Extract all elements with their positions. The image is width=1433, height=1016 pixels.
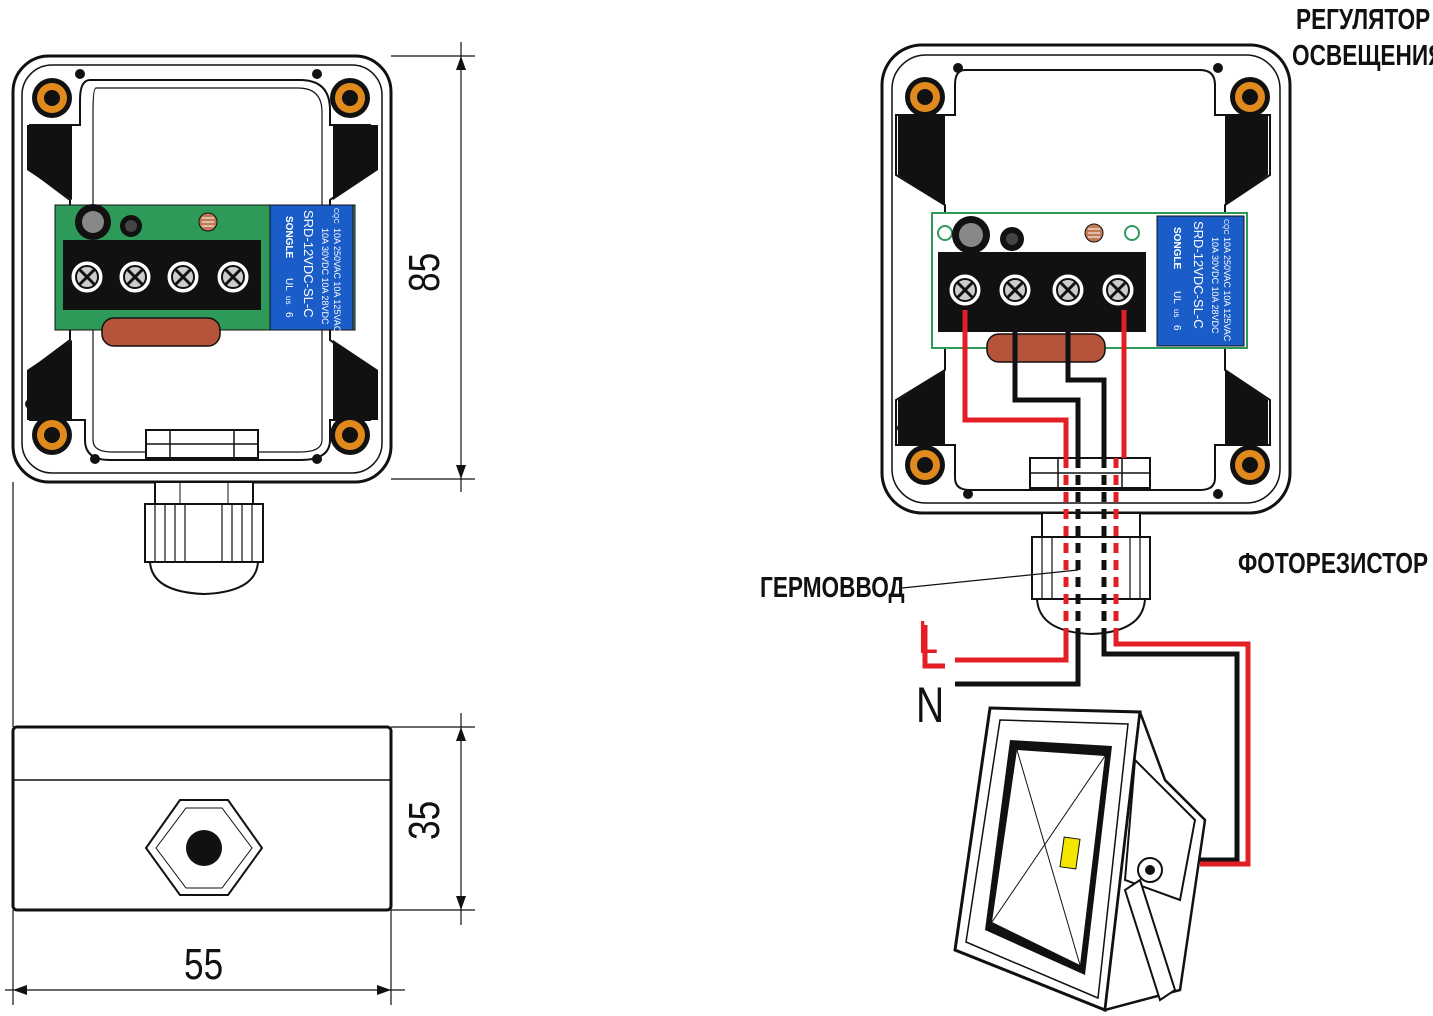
relay-six: 6 [283,312,294,318]
wires [922,310,1251,867]
relay-us: us [284,296,293,304]
relay-model: SRD-12VDC-SL-C [1191,221,1206,329]
relay-rating-1: 10A 250VAC 10A 125VAC [1222,237,1232,342]
relay-model: SRD-12VDC-SL-C [301,210,316,318]
screw-hole-icon [330,415,370,455]
pcb-board: 10A 250VAC 10A 125VAC 10A 30VDC 10A 28VD… [54,204,356,347]
screw-hole-icon [1230,77,1270,117]
screw-hole-icon [330,78,370,118]
relay-rating-2: 10A 30VDC 10A 28VDC [1210,237,1220,334]
cable-gland-label: ГЕРМОВВОД [760,572,905,604]
relay-mark: CQC [1222,219,1229,235]
screw-hole-icon [32,78,72,118]
enclosure-top-view: 10A 250VAC 10A 125VAC 10A 30VDC 10A 28VD… [11,54,393,484]
line-label: L [918,611,938,663]
enclosure-wiring-view: 10A 250VAC 10A 125VAC 10A 30VDC 10A 28VD… [880,43,1292,515]
screw-hole-icon [1230,445,1270,485]
photoresistor-label: ФОТОРЕЗИСТОР [1238,548,1429,580]
dimension-depth-label: 35 [400,800,449,840]
relay-six: 6 [1171,325,1182,331]
dimension-arrows [13,56,466,995]
screw-hole-icon [905,77,945,117]
relay-cert: UL [283,278,294,291]
screw-hole-icon [32,415,72,455]
relay-rating-2: 10A 30VDC 10A 28VDC [320,228,330,325]
gland-leader-line [901,569,1079,589]
cable-gland-right [1031,512,1151,636]
screw-hole-icon [905,445,945,485]
relay-cert: UL [1171,291,1182,304]
photoresistor-icon [198,212,218,232]
relay-icon: 10A 250VAC 10A 125VAC 10A 30VDC 10A 28VD… [269,204,354,333]
dimension-height-label: 85 [400,252,449,292]
relay-rating-1: 10A 250VAC 10A 125VAC [332,228,342,333]
title-line-1: РЕГУЛЯТОР [1296,4,1431,36]
neutral-label: N [916,677,945,733]
dimension-width-label: 55 [184,940,224,989]
enclosure-side-view [11,725,393,912]
relay-brand: SONGLE [283,216,294,259]
relay-brand: SONGLE [1171,227,1182,270]
relay-icon: 10A 250VAC 10A 125VAC 10A 30VDC 10A 28VD… [1156,215,1245,347]
relay-mark: CQC [332,208,339,224]
relay-us: us [1172,309,1181,317]
title-line-2: ОСВЕЩЕНИЯ [1292,40,1433,72]
cable-gland-left [144,481,264,596]
floodlight-icon [953,706,1207,1013]
photoresistor-icon [1084,223,1104,243]
